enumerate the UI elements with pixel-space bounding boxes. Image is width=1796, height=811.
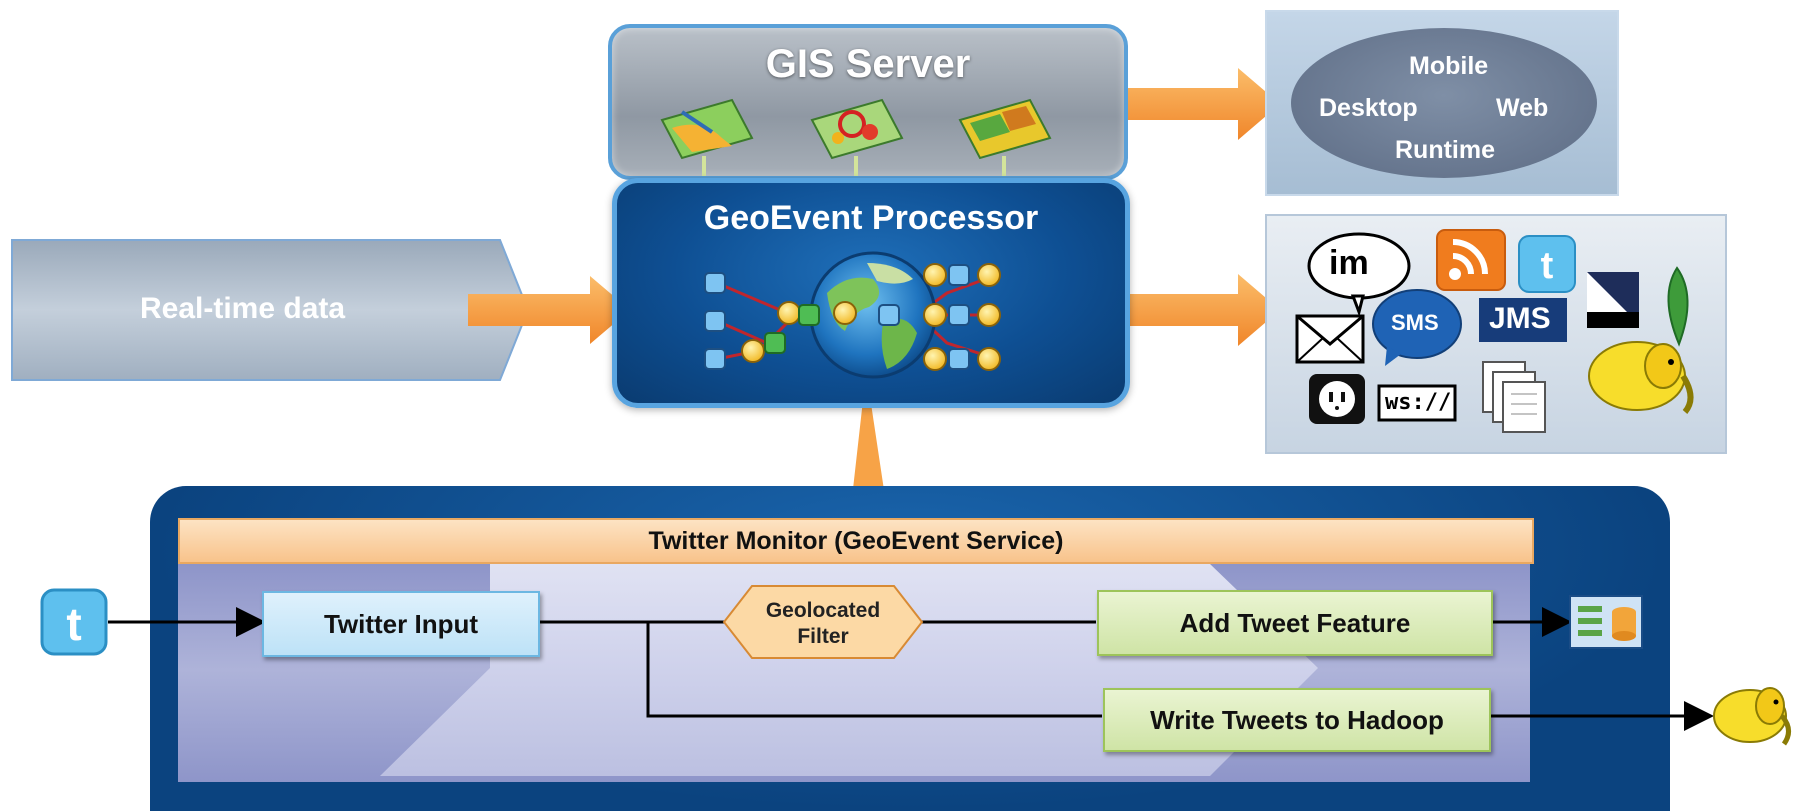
client-web: Web (1496, 94, 1549, 122)
client-mobile: Mobile (1409, 52, 1489, 80)
geoevent-processor-title: GeoEvent Processor (703, 199, 1039, 237)
clients-oval: Mobile Desktop Web Runtime (1291, 28, 1597, 178)
email-icon (1295, 314, 1365, 364)
ws-label: ws:// (1385, 390, 1452, 415)
clients-box: Mobile Desktop Web Runtime (1265, 10, 1619, 196)
stream-icon (1587, 272, 1639, 328)
gis-server-title: GIS Server (765, 42, 971, 86)
twitter-input-node[interactable]: Twitter Input (262, 591, 540, 657)
twitter-icon: t (1518, 235, 1576, 293)
gis-server-box: GIS Server (608, 24, 1128, 180)
sms-label: SMS (1391, 310, 1439, 335)
twitter-source-icon: t (40, 588, 108, 656)
rss-icon (1436, 229, 1506, 291)
im-icon (1307, 232, 1411, 318)
arrow-processor-to-outputs (1124, 274, 1280, 346)
hadoop-target-icon (1713, 687, 1791, 746)
add-tweet-feature-node[interactable]: Add Tweet Feature (1097, 590, 1493, 656)
client-runtime: Runtime (1395, 136, 1495, 164)
point-map-icon (810, 98, 904, 176)
documents-icon (1482, 361, 1546, 433)
feature-layer-icon (1569, 595, 1643, 649)
processor-network-graphic (704, 251, 1001, 379)
arrow-realtime-to-processor (468, 276, 630, 344)
geolocated-filter-label[interactable]: Geolocated Filter (728, 594, 918, 654)
realtime-data-label: Real-time data (140, 292, 346, 325)
geolocated-filter-node (722, 585, 924, 659)
outputs-box: t (1265, 214, 1727, 454)
leaf-icon (1667, 266, 1689, 347)
websocket-icon (1377, 384, 1457, 422)
write-tweets-hadoop-node[interactable]: Write Tweets to Hadoop (1103, 688, 1491, 752)
output-icons: t (1295, 229, 1694, 433)
hadoop-elephant-icon (1588, 341, 1694, 414)
filter-label-line1: Geolocated (765, 598, 881, 622)
geoevent-processor-box: GeoEvent Processor (612, 178, 1130, 408)
realtime-block (11, 239, 530, 381)
jms-icon (1479, 298, 1567, 342)
gis-map-icons (660, 98, 1052, 176)
vector-map-icon (660, 98, 754, 176)
im-label: im (1329, 244, 1369, 282)
sms-icon (1372, 289, 1462, 366)
filter-label-line2: Filter (797, 625, 849, 648)
jms-label: JMS (1489, 302, 1551, 335)
svg-text:t: t (1541, 245, 1554, 287)
raster-map-icon (958, 98, 1052, 176)
outlet-icon (1309, 374, 1365, 424)
svg-text:t: t (66, 598, 81, 650)
arrow-gis-to-clients (1124, 68, 1280, 140)
client-desktop: Desktop (1319, 94, 1418, 122)
twitter-monitor-header: Twitter Monitor (GeoEvent Service) (178, 518, 1534, 564)
